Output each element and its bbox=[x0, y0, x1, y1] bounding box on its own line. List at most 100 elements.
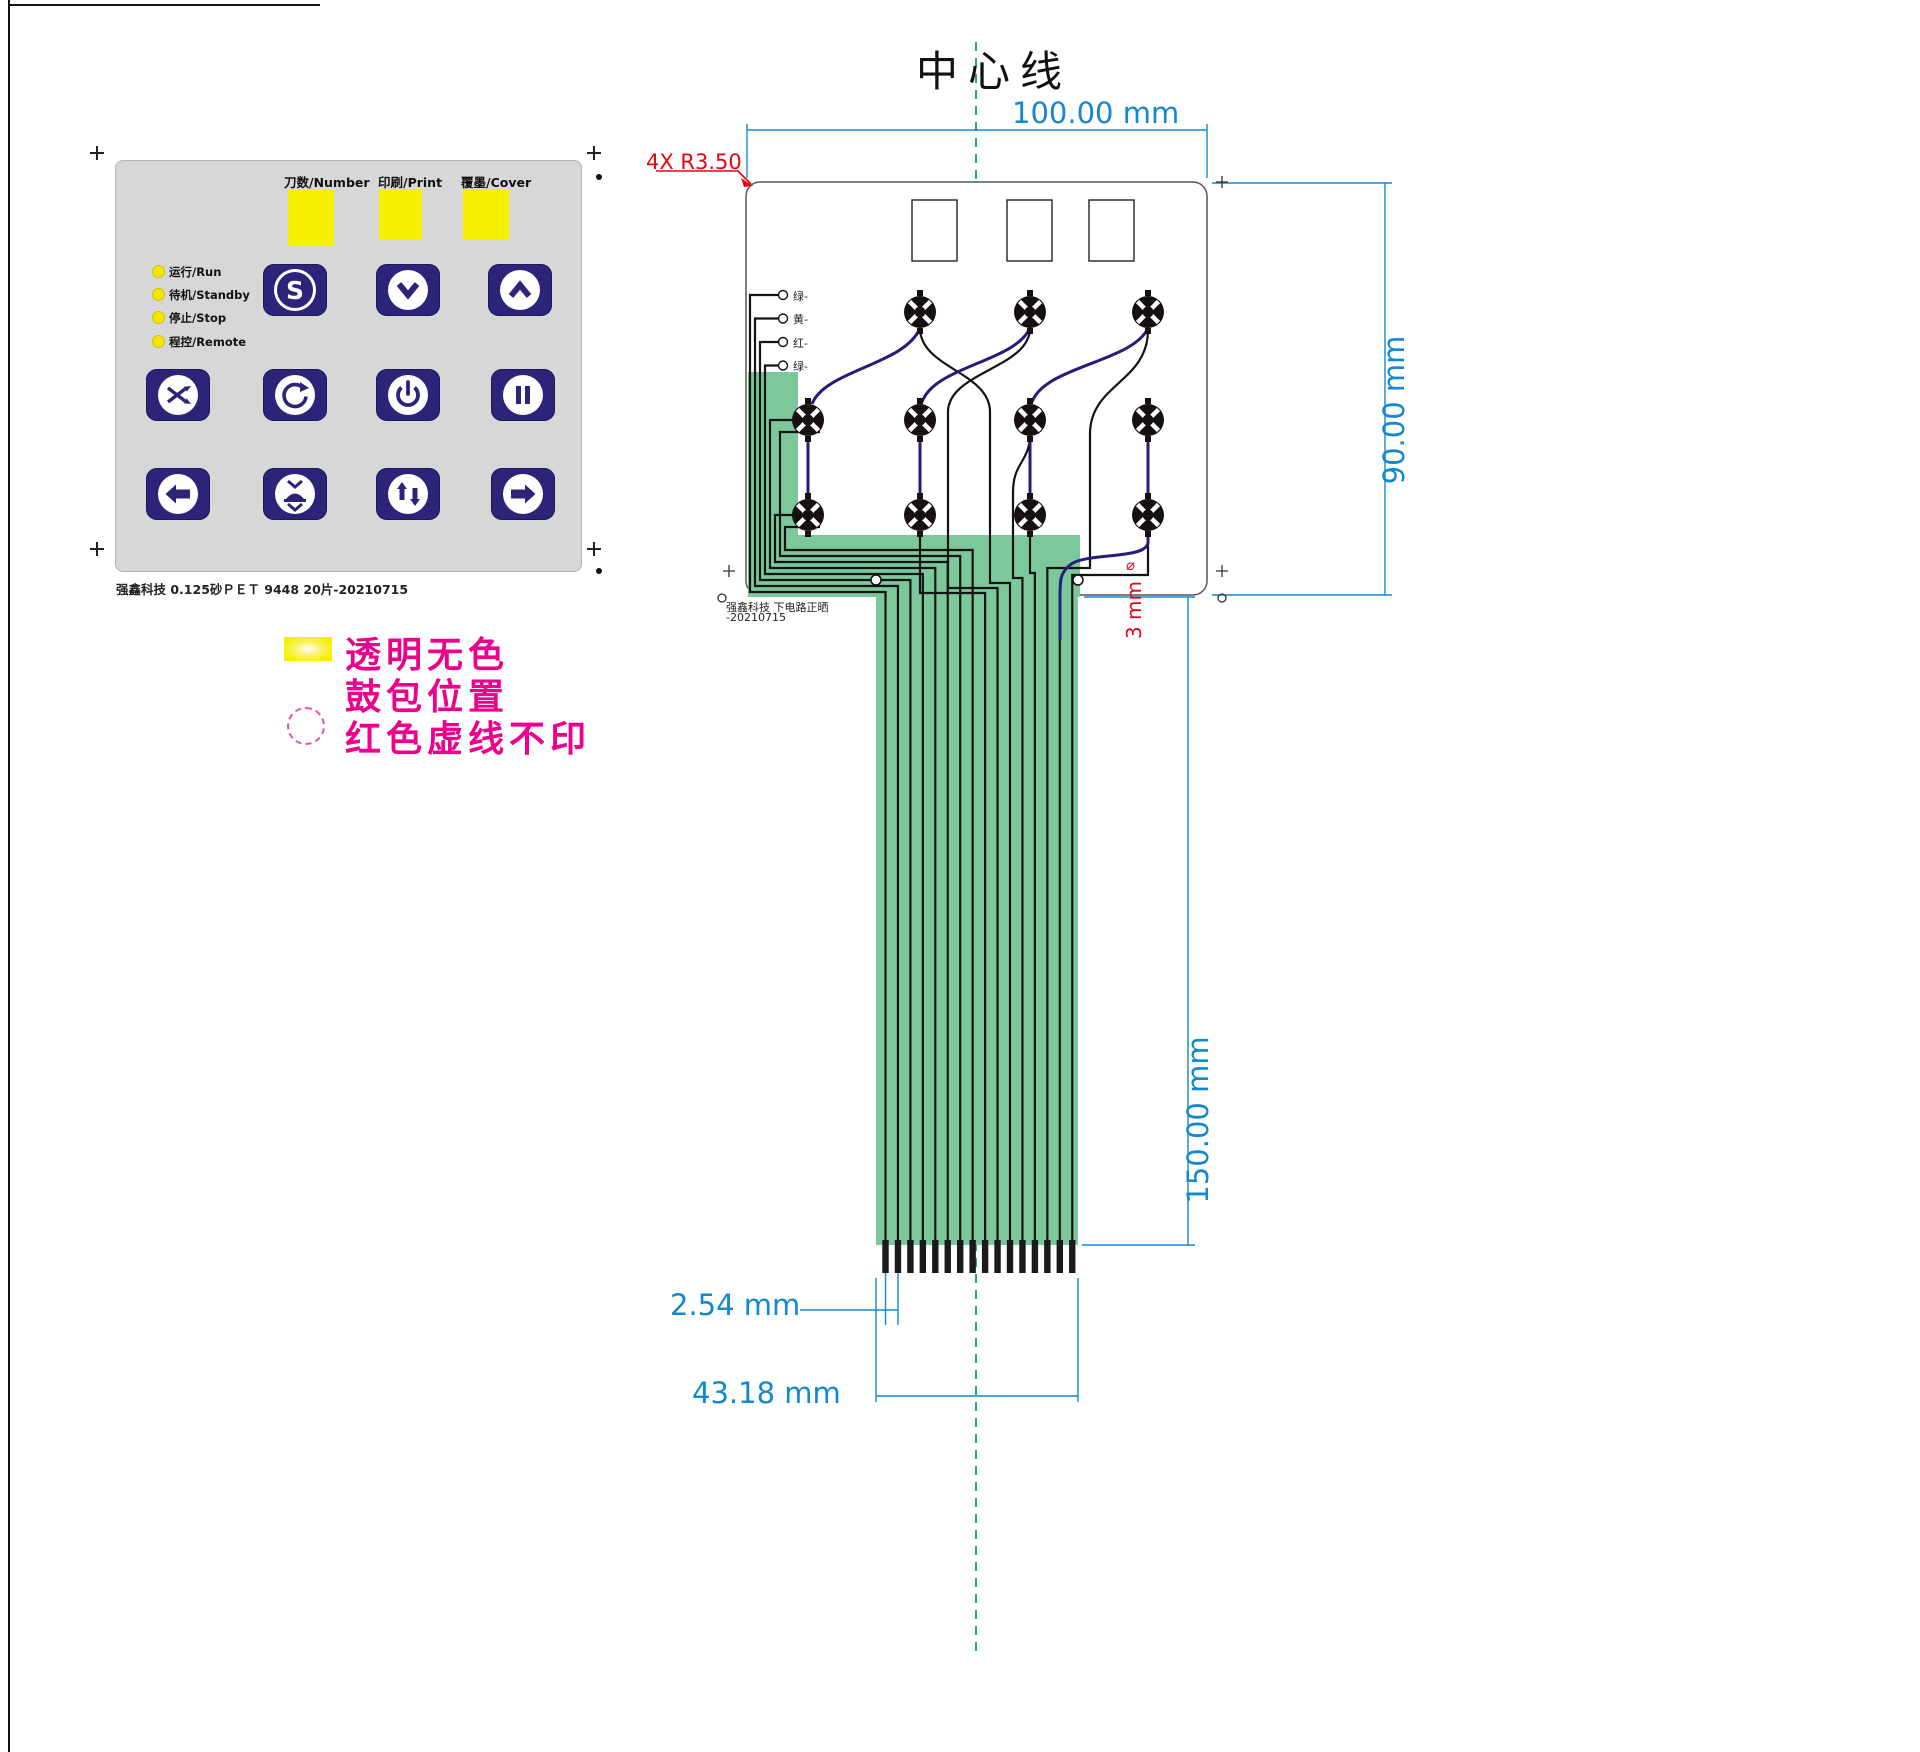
s-icon: S bbox=[274, 269, 316, 311]
circuit-trace bbox=[778, 430, 962, 1242]
connector-finger bbox=[944, 1240, 951, 1273]
frame-left-line bbox=[8, 0, 10, 1752]
registration-dot bbox=[596, 568, 602, 574]
connector-finger bbox=[932, 1240, 939, 1273]
arrow-up-down-icon bbox=[388, 474, 428, 514]
led-run bbox=[152, 265, 165, 278]
key-chevron-down bbox=[376, 264, 440, 316]
shuffle-icon bbox=[158, 375, 198, 415]
wire-label-green-2: 绿- bbox=[793, 360, 808, 373]
key-s: S bbox=[263, 264, 327, 316]
connector-finger bbox=[919, 1240, 927, 1273]
circuit-trace bbox=[1028, 532, 1036, 1242]
dim-width-label: 100.00 mm bbox=[1012, 96, 1180, 130]
dim-tail-width-label: 43.18 mm bbox=[692, 1376, 841, 1410]
led-label-stop: 停止/Stop bbox=[169, 311, 227, 325]
dim-tail-length-label: 150.00 mm bbox=[1181, 1036, 1215, 1204]
dimension-lines bbox=[746, 124, 1392, 1402]
dim-pitch-label: 2.54 mm bbox=[670, 1288, 801, 1322]
registration-cross bbox=[90, 542, 104, 556]
paper-feed-icon bbox=[275, 474, 315, 514]
circuit-trace bbox=[753, 317, 900, 1242]
blue-traces bbox=[806, 327, 1150, 640]
rotate-icon bbox=[275, 375, 315, 415]
circuit-trace bbox=[763, 364, 924, 1242]
legend-bulge: 鼓包位置 bbox=[345, 677, 510, 718]
led-label-remote: 程控/Remote bbox=[169, 335, 247, 349]
wire-label-yellow: 黄- bbox=[793, 313, 808, 326]
connector-fingers bbox=[882, 1240, 1076, 1273]
connector-finger bbox=[981, 1240, 989, 1273]
registration-cross bbox=[90, 146, 104, 160]
hole-phi-symbol: ⌀ bbox=[1126, 556, 1136, 574]
connector-finger bbox=[894, 1240, 902, 1273]
key-rotate bbox=[263, 369, 327, 421]
dim-height-label: 90.00 mm bbox=[1377, 335, 1411, 485]
chevron-up-icon bbox=[500, 270, 540, 310]
connector-finger bbox=[1006, 1240, 1014, 1273]
led-remote bbox=[152, 335, 165, 348]
connector-finger bbox=[1019, 1240, 1026, 1273]
circuit-trace bbox=[783, 525, 974, 1242]
key-arrow-left bbox=[146, 468, 210, 520]
circuit-trace bbox=[773, 513, 949, 1242]
legend-red-dashed: 红色虚线不印 bbox=[345, 719, 592, 760]
arrow-left-icon bbox=[158, 474, 198, 514]
key-arrow-right bbox=[491, 468, 555, 520]
wire-label-green-1: 绿- bbox=[793, 290, 808, 303]
dim-hole-label: 3 mm bbox=[1122, 580, 1146, 640]
tooling-holes bbox=[870, 574, 1084, 586]
key-shuffle bbox=[146, 369, 210, 421]
led-stop bbox=[152, 311, 165, 324]
corner-radius-leader bbox=[656, 170, 753, 187]
led-label-standby: 待机/Standby bbox=[169, 288, 250, 302]
circuit-registration-marks bbox=[717, 176, 1228, 603]
key-power bbox=[376, 369, 440, 421]
circuit-trace bbox=[748, 293, 887, 1242]
connector-finger bbox=[882, 1240, 889, 1273]
connector-finger bbox=[1044, 1240, 1051, 1273]
key-pause bbox=[491, 369, 555, 421]
connector-finger bbox=[907, 1240, 914, 1273]
connector-finger bbox=[1069, 1240, 1076, 1273]
led-label-run: 运行/Run bbox=[169, 265, 222, 279]
connector-finger bbox=[994, 1240, 1001, 1273]
connector-finger bbox=[969, 1240, 976, 1273]
circuit-drawing bbox=[656, 42, 1392, 1658]
frame-top-line bbox=[8, 4, 320, 6]
registration-dot bbox=[596, 174, 602, 180]
key-chevron-up bbox=[488, 264, 552, 316]
wire-terminals bbox=[777, 289, 789, 371]
display-window-cover bbox=[463, 189, 509, 240]
connector-finger bbox=[957, 1240, 964, 1273]
legend-dashed-circle bbox=[287, 707, 325, 745]
circuit-trace bbox=[768, 418, 937, 1242]
pause-icon bbox=[503, 375, 543, 415]
connector-finger bbox=[1031, 1240, 1039, 1273]
circuit-stamp-line1: 强鑫科技 下电路正晒 bbox=[726, 601, 829, 614]
key-arrow-up-down bbox=[376, 468, 440, 520]
connector-finger bbox=[1056, 1240, 1063, 1273]
circuit-trace bbox=[1011, 492, 1024, 1242]
circuit-trace bbox=[988, 412, 1012, 1242]
circuit-trace bbox=[946, 412, 999, 1242]
corner-radius-note: 4X R3.50 bbox=[646, 150, 742, 174]
window-label-print: 印刷/Print bbox=[378, 175, 443, 190]
circuit-outline bbox=[745, 181, 1208, 596]
circuit-trace bbox=[918, 532, 987, 1242]
legend-transparent: 透明无色 bbox=[345, 635, 510, 676]
circuit-trace bbox=[758, 340, 912, 1242]
trace-layer bbox=[748, 293, 1150, 1242]
display-window-number bbox=[288, 189, 334, 245]
center-line-title: 中心线 bbox=[916, 47, 1073, 96]
led-standby bbox=[152, 288, 165, 301]
circuit-stamp-line2: -20210715 bbox=[726, 611, 786, 624]
display-window-print bbox=[379, 189, 422, 240]
circuit-trace bbox=[1071, 532, 1150, 1242]
window-label-number: 刀数/Number bbox=[284, 175, 370, 190]
registration-cross bbox=[587, 146, 601, 160]
registration-cross bbox=[587, 542, 601, 556]
keypad-overlay-panel: 刀数/Number 印刷/Print 覆墨/Cover 运行/Run 待机/St… bbox=[115, 160, 582, 572]
power-icon bbox=[388, 375, 428, 415]
